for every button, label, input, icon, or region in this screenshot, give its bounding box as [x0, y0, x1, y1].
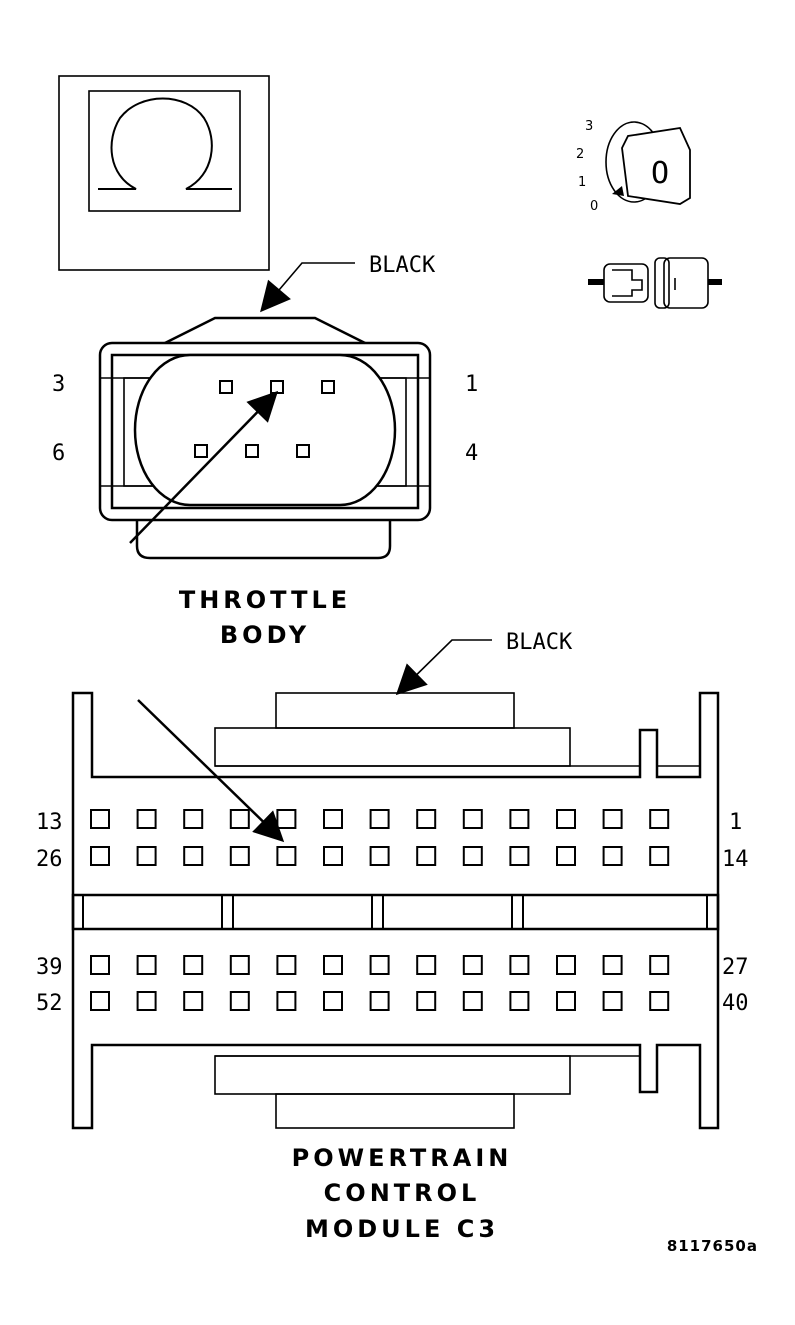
throttle-color-label: BLACK: [369, 253, 436, 278]
pcm-cavity: [462, 846, 483, 866]
pcm-cavity: [369, 809, 390, 829]
pcm-cavity: [90, 991, 110, 1011]
pcm-cavity: [509, 991, 530, 1011]
pcm-cavity: [509, 846, 530, 866]
key-letter: O: [651, 156, 669, 191]
pcm-row2-left-label: 26: [36, 847, 63, 872]
pcm-cavity: [323, 991, 343, 1011]
pcm-cavity: [276, 809, 297, 829]
pcm-cavity: [229, 809, 250, 829]
pcm-cavity: [556, 955, 576, 975]
pcm-cavity: [136, 955, 157, 975]
throttle-color-callout: [260, 262, 355, 313]
pcm-cavity: [556, 809, 576, 829]
pcm-cavity: [323, 955, 343, 975]
pcm-cavity: [323, 846, 343, 866]
throttle-body-connector: BLACK 3 1 6 4 THROTTLE BODY: [52, 253, 478, 649]
throttle-pin-label-6: 6: [52, 441, 65, 466]
throttle-cavity: [296, 444, 310, 458]
pcm-cavity: [462, 955, 483, 975]
pcm-cavity: [556, 846, 576, 866]
throttle-cavity: [219, 380, 233, 394]
pcm-cavity: [416, 955, 437, 975]
pcm-title-line3: MODULE C3: [305, 1215, 499, 1243]
pcm-color-label: BLACK: [506, 630, 573, 655]
throttle-cavity: [321, 380, 335, 394]
key-head-icon: [621, 127, 691, 205]
pcm-row4-right-label: 40: [722, 991, 749, 1016]
ignition-pointer-icon: [612, 186, 624, 196]
pcm-row3-right-label: 27: [722, 955, 749, 980]
connector-separated-icon: [588, 257, 722, 309]
pcm-cavity: [369, 991, 390, 1011]
pcm-cavity: [462, 991, 483, 1011]
pcm-cavity: [602, 955, 623, 975]
pcm-cavity: [276, 846, 297, 866]
pcm-row4-left-label: 52: [36, 991, 63, 1016]
pcm-row1-left-label: 13: [36, 810, 63, 835]
throttle-cavity: [194, 444, 208, 458]
pcm-color-callout: [395, 639, 492, 696]
ignition-switch: 3 2 1 0 O: [576, 119, 691, 214]
pcm-cavity: [276, 955, 297, 975]
pcm-cavity: [509, 955, 530, 975]
ignition-pos-2: 2: [576, 147, 584, 162]
pcm-title-line1: POWERTRAIN: [292, 1144, 513, 1172]
pcm-cavity: [90, 846, 110, 866]
pcm-cavity: [183, 991, 204, 1011]
pcm-cavity: [416, 846, 437, 866]
pcm-cavity: [416, 991, 437, 1011]
pcm-row1-right-label: 1: [729, 810, 742, 835]
pcm-cavity: [602, 991, 623, 1011]
pcm-cavity: [602, 809, 623, 829]
ignition-pos-0: 0: [590, 199, 598, 214]
pcm-probe-arrow: [137, 699, 285, 843]
pcm-cavity: [183, 955, 204, 975]
pcm-cavity: [229, 991, 250, 1011]
pcm-cavity: [90, 809, 110, 829]
pcm-cavity: [369, 846, 390, 866]
throttle-pin-label-3: 3: [52, 372, 65, 397]
pcm-cavity: [462, 809, 483, 829]
pcm-c3-connector: BLACK 13 1 26 14 39 27 52 40 POWERTRAIN: [36, 630, 749, 1243]
pcm-terminal-cavities: [90, 809, 670, 1011]
pcm-cavity: [229, 955, 250, 975]
pcm-row3-left-label: 39: [36, 955, 63, 980]
pcm-cavity: [323, 809, 343, 829]
ignition-pos-1: 1: [578, 175, 586, 190]
pcm-cavity: [556, 991, 576, 1011]
pcm-cavity: [509, 809, 530, 829]
pcm-cavity: [136, 846, 157, 866]
throttle-body-title-line1: THROTTLE: [179, 586, 351, 614]
pcm-cavity: [649, 846, 670, 866]
pcm-cavity: [136, 809, 157, 829]
pcm-cavity: [649, 809, 670, 829]
pcm-cavity: [136, 991, 157, 1011]
pcm-cavity: [90, 955, 110, 975]
pcm-row2-right-label: 14: [722, 847, 749, 872]
pcm-cavity: [416, 809, 437, 829]
ignition-pos-3: 3: [585, 119, 593, 134]
figure-reference: 8117650a: [667, 1237, 758, 1255]
pcm-cavity: [649, 955, 670, 975]
throttle-cavity: [270, 380, 284, 394]
pcm-cavity: [229, 846, 250, 866]
ohm-icon: [98, 97, 232, 190]
pcm-cavity: [649, 991, 670, 1011]
pcm-title-line2: CONTROL: [324, 1179, 481, 1207]
ohmmeter: [58, 75, 270, 271]
throttle-probe-arrow: [129, 390, 279, 544]
pcm-cavity: [602, 846, 623, 866]
throttle-body-title-line2: BODY: [220, 621, 310, 649]
pcm-cavity: [183, 846, 204, 866]
throttle-pin-label-1: 1: [465, 372, 478, 397]
pcm-cavity: [183, 809, 204, 829]
pcm-cavity: [369, 955, 390, 975]
throttle-pin-label-4: 4: [465, 441, 478, 466]
throttle-cavity: [245, 444, 259, 458]
pcm-cavity: [276, 991, 297, 1011]
